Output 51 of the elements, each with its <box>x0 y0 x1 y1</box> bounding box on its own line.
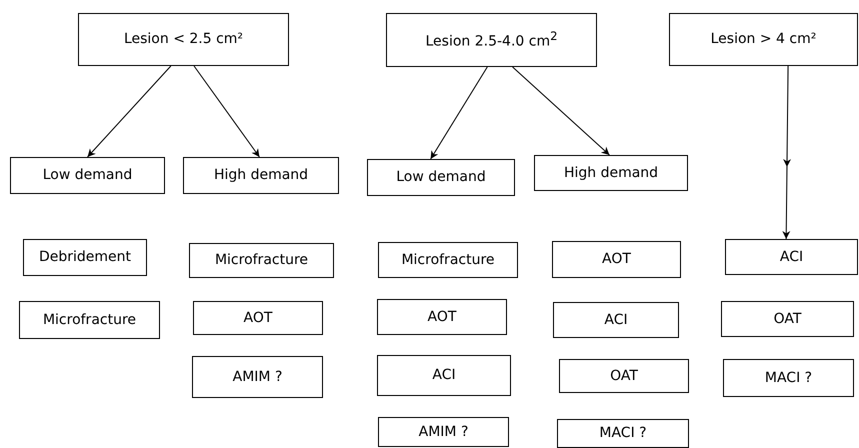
arrow <box>194 66 260 158</box>
process-box <box>19 301 160 339</box>
box-label: Microfracture <box>42 312 136 328</box>
box-label: AMIM ? <box>232 368 282 386</box>
box-label: Lesion < 2.5 cm² <box>124 31 244 48</box>
process-box <box>10 157 165 194</box>
box-label: MACI ? <box>764 370 812 386</box>
arrow <box>87 66 172 158</box>
arrow <box>430 66 488 160</box>
box-label: AMIM ? <box>418 424 468 440</box>
box-label: High demand <box>564 164 658 182</box>
box-label: Low demand <box>42 167 132 184</box>
box-label: AOT <box>602 251 631 268</box>
process-box <box>557 419 689 448</box>
process-box <box>386 13 597 67</box>
process-box <box>721 301 854 337</box>
process-box <box>189 243 334 278</box>
box-label: Lesion > 4 cm² <box>710 31 816 48</box>
process-box <box>183 157 339 194</box>
box-label: AOT <box>244 310 272 326</box>
box-label: MACI ? <box>599 425 647 442</box>
box-label: OAT <box>774 310 802 328</box>
process-box <box>725 239 858 275</box>
box-label: AOT <box>428 308 456 326</box>
process-box <box>193 301 323 335</box>
process-box <box>669 13 858 66</box>
process-box <box>378 417 509 447</box>
arrow <box>512 66 610 156</box>
box-label: Debridement <box>38 249 132 266</box>
process-box <box>559 359 689 393</box>
process-box <box>378 242 518 278</box>
process-box <box>723 359 854 397</box>
process-box <box>192 356 323 398</box>
box-label: Low demand <box>396 169 486 186</box>
box-label: High demand <box>214 167 308 184</box>
process-box <box>377 299 507 335</box>
box-label: Microfracture <box>401 252 495 268</box>
process-box <box>78 13 289 66</box>
box-label: ACI <box>432 367 456 384</box>
arrow <box>782 66 791 240</box>
process-box <box>367 159 515 196</box>
process-box <box>534 155 688 191</box>
process-box <box>377 355 511 396</box>
box-label: ACI <box>604 312 628 328</box>
process-box <box>23 239 147 276</box>
box-label: Microfracture <box>214 252 308 269</box>
box-label: OAT <box>610 368 638 384</box>
process-box <box>552 241 681 278</box>
box-label: Lesion 2.5-4.0 cm$^{2}$ <box>425 29 558 51</box>
process-box <box>553 302 679 338</box>
box-label: ACI <box>780 248 804 266</box>
